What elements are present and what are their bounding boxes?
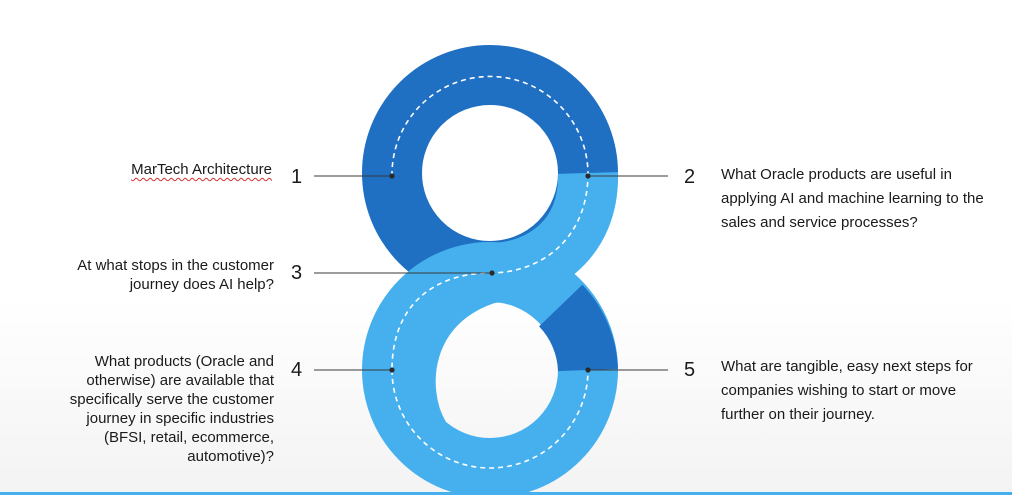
- dot-3: [489, 270, 495, 276]
- step-number-4: 4: [291, 359, 303, 381]
- dot-1: [389, 173, 395, 179]
- step-text-3: At what stops in the customer journey do…: [77, 257, 274, 293]
- step-text-2: What Oracle products are useful in apply…: [721, 166, 984, 231]
- step-text-1-content: MarTech Architecture: [131, 161, 272, 178]
- crossing-band: [375, 244, 500, 453]
- dot-4: [389, 367, 395, 373]
- step-number-3: 3: [291, 262, 303, 284]
- connector-lines: [314, 175, 668, 371]
- step-text-5: What are tangible, easy next steps for c…: [721, 358, 973, 423]
- step-text-1: MarTech Architecture: [60, 160, 272, 179]
- dot-2: [585, 173, 591, 179]
- step-number-1: 1: [291, 166, 303, 188]
- connector-dots: [389, 173, 591, 373]
- step-number-5: 5: [684, 359, 696, 381]
- bottom-accent-bar: [0, 492, 1012, 495]
- step-text-4: What products (Oracle and otherwise) are…: [69, 353, 274, 465]
- dot-5: [585, 367, 591, 373]
- step-number-2: 2: [684, 166, 696, 188]
- lower-ring-dark-segment: [538, 284, 618, 373]
